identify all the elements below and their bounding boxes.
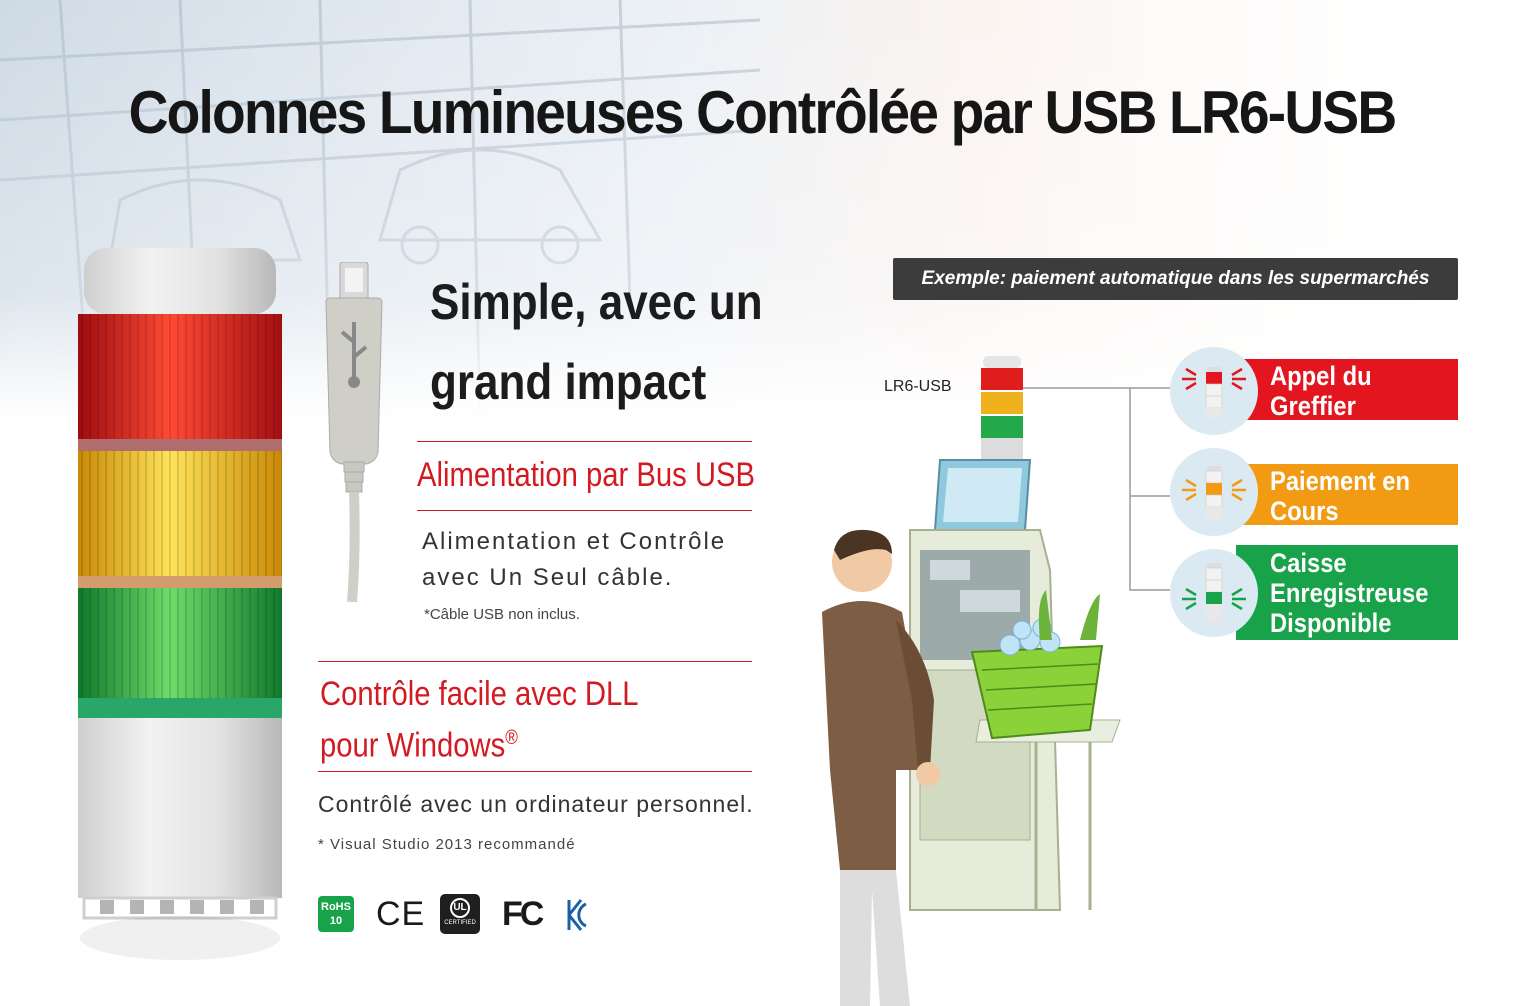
page-title: Colonnes Lumineuses Contrôlée par USB LR… (128, 79, 1398, 146)
feature-2-bottom-rule (318, 771, 752, 772)
status-available-label: Caisse Enregistreuse Disponible (1236, 545, 1458, 640)
status-1-line-1: Appel du (1270, 361, 1372, 391)
amber-light-tower-icon (1182, 466, 1246, 519)
ul-certified-text: CERTIFIED (444, 920, 476, 926)
feature-2-title: Contrôle facile avec DLL pour Windows® (320, 672, 639, 767)
signal-tower-image (78, 248, 282, 960)
rohs-text: RoHS 10 (321, 901, 351, 927)
feature-2-body: Contrôlé avec un ordinateur personnel. (318, 791, 754, 817)
green-light-tower-icon (1182, 563, 1246, 622)
status-green-tower-icon (1170, 549, 1258, 637)
feature-2-title-line-2-text: pour Windows (320, 726, 506, 765)
kc-mark-icon (567, 899, 587, 931)
rohs-icon: RoHS 10 (318, 896, 354, 932)
status-payment-label: Paiement en Cours (1236, 464, 1458, 526)
feature-1-title: Alimentation par Bus USB (417, 456, 756, 494)
certification-logos: RoHS 10 CE UL CERTIFIED FC (318, 894, 598, 936)
feature-1-bottom-rule (417, 510, 752, 511)
status-clerk-call-label: Appel du Greffier (1236, 359, 1458, 421)
feature-1-body: Alimentation et Contrôle avec Un Seul câ… (422, 524, 726, 596)
status-3-line-3: Disponible (1270, 608, 1392, 638)
red-light-tower-icon (1182, 367, 1246, 418)
supermarket-checkout-illustration (822, 356, 1170, 1006)
status-3-line-1: Caisse (1270, 548, 1347, 578)
usb-cable-image (325, 262, 383, 602)
ul-ring: UL (450, 898, 470, 918)
feature-2-note: * Visual Studio 2013 recommandé (318, 836, 576, 853)
status-2-line-2: Cours (1270, 496, 1339, 526)
feature-1-body-line-1: Alimentation et Contrôle (422, 528, 727, 555)
feature-1-top-rule (417, 441, 752, 442)
status-3-line-2: Enregistreuse (1270, 578, 1429, 608)
status-red-tower-icon (1170, 347, 1258, 435)
status-2-line-1: Paiement en (1270, 466, 1410, 496)
headline-line-1: Simple, avec un (430, 274, 763, 330)
status-1-line-2: Greffier (1270, 391, 1356, 421)
feature-1-body-line-2: avec Un Seul câble. (422, 564, 674, 591)
ul-certified-icon: UL CERTIFIED (440, 894, 480, 934)
device-label: LR6-USB (884, 378, 952, 395)
example-label: Exemple: paiement automatique dans les s… (893, 258, 1458, 300)
status-amber-tower-icon (1170, 448, 1258, 536)
feature-2-top-rule (318, 661, 752, 662)
feature-2-title-line-2: pour Windows® (320, 716, 639, 767)
headline-line-2: grand impact (430, 354, 707, 410)
registered-mark: ® (505, 727, 518, 749)
ce-mark-icon: CE (376, 895, 426, 933)
fcc-icon: FC (502, 895, 544, 933)
headline: Simple, avec un grand impact (430, 262, 763, 422)
feature-2-title-line-1: Contrôle facile avec DLL (320, 675, 639, 713)
feature-1-note: *Câble USB non inclus. (424, 606, 580, 623)
